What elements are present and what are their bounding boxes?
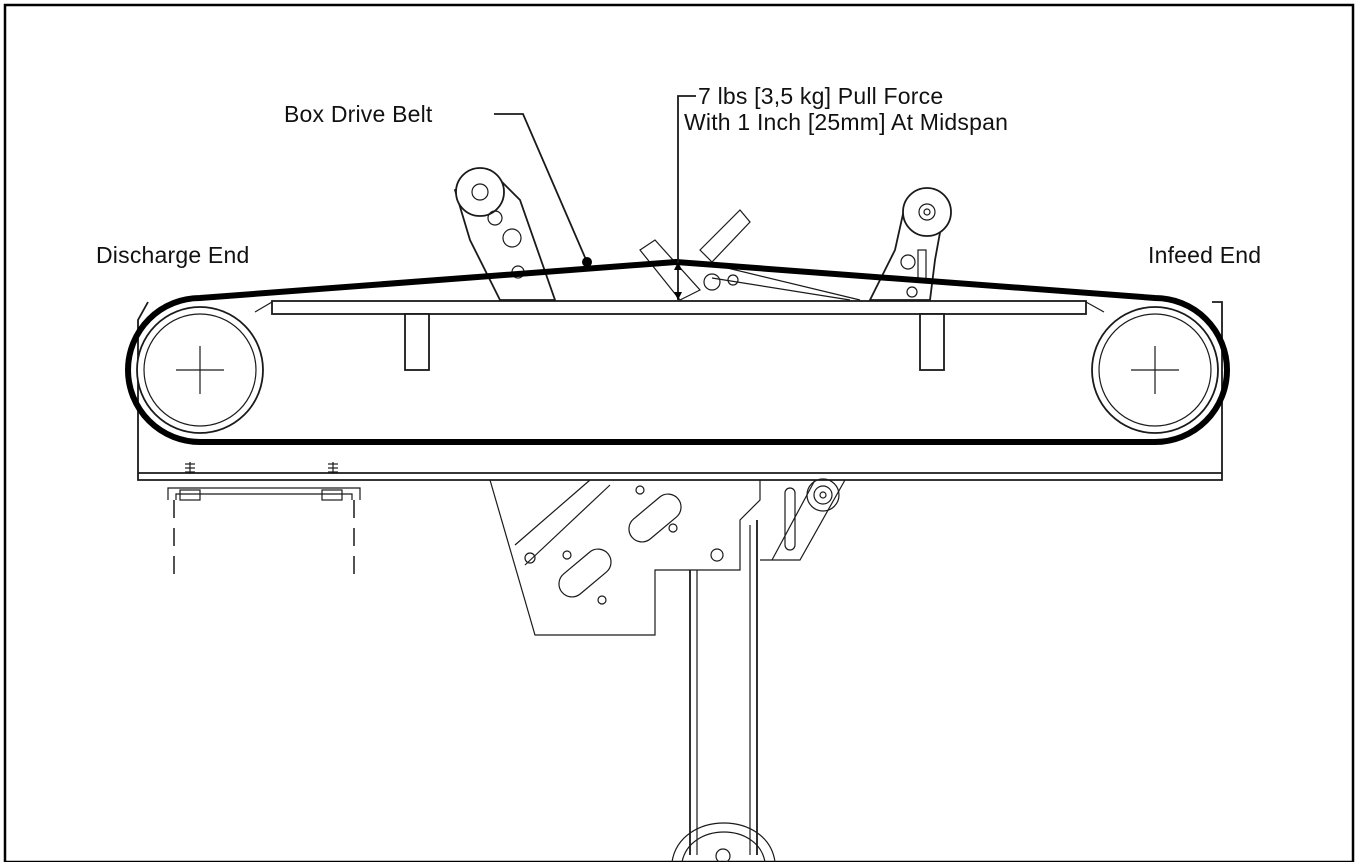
discharge-end-label: Discharge End (96, 242, 250, 268)
infeed-end-label: Infeed End (1148, 242, 1262, 268)
center-bracket (639, 209, 861, 301)
leader-lines (494, 95, 696, 267)
box-drive-belt-label: Box Drive Belt (284, 101, 433, 127)
figure-border (3, 3, 1355, 862)
lower-frame-assembly (489, 478, 846, 636)
infeed-pulley (1091, 306, 1219, 434)
discharge-pulley (136, 306, 264, 434)
conveyor-frame (137, 300, 1223, 481)
midspan-deflection-marker (674, 262, 682, 300)
left-tensioner-arm (453, 167, 557, 301)
pull-force-label-line1: 7 lbs [3,5 kg] Pull Force (698, 83, 944, 109)
pull-force-label-line2: With 1 Inch [25mm] At Midspan (684, 109, 1009, 135)
left-mounting-bracket (167, 462, 361, 575)
box-drive-belt (125, 259, 1230, 445)
support-column (671, 520, 776, 862)
